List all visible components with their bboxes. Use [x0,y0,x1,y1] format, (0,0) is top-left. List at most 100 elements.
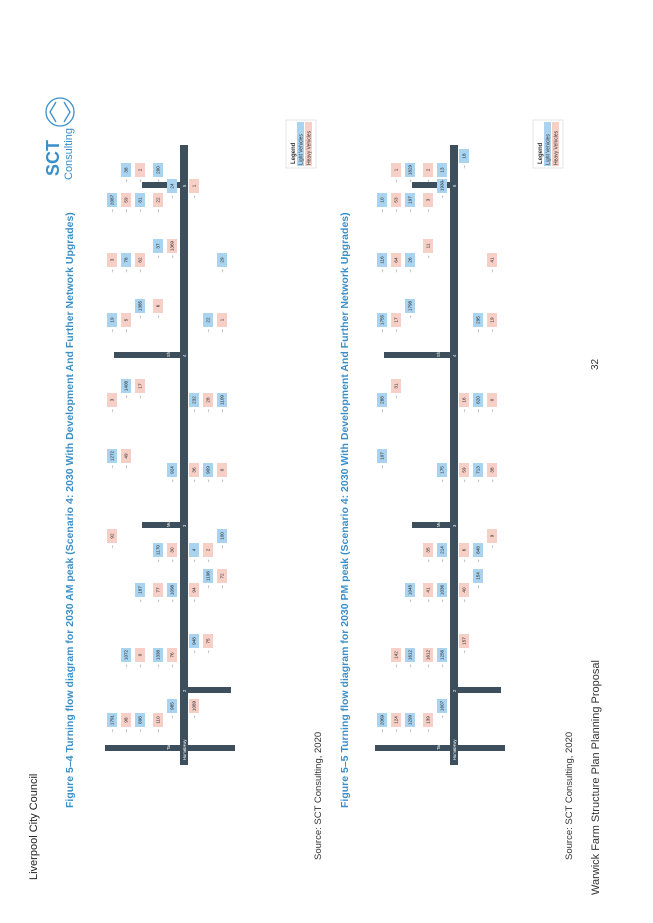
light-vehicle-value: 22 [206,317,211,323]
heavy-vehicle-value-box [121,193,131,207]
heavy-vehicle-value: 139 [426,716,431,724]
heavy-vehicle-value-box [189,463,199,477]
turn-arrow-icon: → [170,255,175,260]
light-vehicle-value: 18 [462,153,467,159]
turn-arrow-icon: → [380,409,385,414]
road-label-5: Access Road [166,162,171,187]
road-label-4: Shore Street [166,333,171,357]
light-vehicle-value: 13 [440,167,445,173]
light-vehicle-value: 214 [440,546,445,554]
turn-arrow-icon: → [192,650,197,655]
node-4: 4 [182,354,187,357]
heavy-vehicle-value-box [121,713,131,727]
turn-arrow-icon: → [192,599,197,604]
light-vehicle-value: 2069 [380,714,385,725]
light-vehicle-value-box [405,713,415,727]
light-vehicle-value-box [437,463,447,477]
light-vehicle-value-box [377,253,387,267]
heavy-vehicle-value-box [153,713,163,727]
heavy-vehicle-value: 59 [462,467,467,473]
light-vehicle-value: 1612 [408,649,413,660]
heavy-vehicle-value: 40 [462,587,467,593]
light-vehicle-value: 29 [220,257,225,263]
road-label-2: Warwick Street [166,663,171,692]
turn-arrow-icon: → [394,329,399,334]
heavy-vehicle-value: 124 [394,716,399,724]
turn-arrow-icon: → [490,329,495,334]
legend-heavy-label: Heavy Vehicles [307,130,313,165]
turn-arrow-icon: → [426,559,431,564]
light-vehicle-value: 948 [192,637,197,645]
turn-arrow-icon: → [394,269,399,274]
heavy-vehicle-value-box [167,648,177,662]
light-vehicle-value-box [405,648,415,662]
light-vehicle-value-box [405,299,415,313]
turn-arrow-icon: → [462,650,467,655]
light-vehicle-value-box [153,239,163,253]
heavy-vehicle-value-box [391,648,401,662]
turn-arrow-icon: → [192,559,197,564]
node-1: 1 [452,747,457,750]
turn-arrow-icon: → [138,664,143,669]
heavy-vehicle-value: 0 [490,398,495,401]
light-vehicle-value: 10 [380,197,385,203]
turn-arrow-icon: → [156,559,161,564]
turn-arrow-icon: → [408,179,413,184]
turn-arrow-icon: → [476,409,481,414]
turn-arrow-icon: → [156,599,161,604]
light-vehicle-value-box [167,583,177,597]
turn-arrow-icon: → [462,165,467,170]
turn-arrow-icon: → [124,395,129,400]
turn-arrow-icon: → [156,664,161,669]
turn-arrow-icon: → [220,269,225,274]
light-vehicle-value: 820 [476,396,481,404]
turn-arrow-icon: → [206,650,211,655]
turn-arrow-icon: → [156,315,161,320]
light-vehicle-value: 1338 [156,649,161,660]
light-vehicle-value: 187 [138,586,143,594]
light-vehicle-value-box [473,393,483,407]
road-label-3: Munday Street [436,499,441,527]
heavy-vehicle-value-box [459,463,469,477]
heavy-vehicle-value: 0 [138,653,143,656]
light-vehicle-value-box [217,529,227,543]
turn-arrow-icon: → [490,479,495,484]
turn-arrow-icon: → [440,179,445,184]
light-vehicle-value-box [437,163,447,177]
heavy-vehicle-value: 41 [490,257,495,263]
heavy-vehicle-value: 11 [426,243,431,248]
side-road-2 [180,687,231,693]
turn-arrow-icon: → [206,559,211,564]
heavy-vehicle-value-box [423,239,433,253]
light-vehicle-value-box [405,583,415,597]
legend-heavy-swatch [552,122,559,166]
heavy-vehicle-value-box [189,583,199,597]
heavy-vehicle-value-box [135,648,145,662]
light-vehicle-value: 848 [476,546,481,554]
turn-arrow-icon: → [408,599,413,604]
turn-arrow-icon: → [440,599,445,604]
turn-arrow-icon: → [220,329,225,334]
main-road-label: Hume Hwy [452,739,457,760]
light-vehicle-value-box [473,313,483,327]
heavy-vehicle-value: 28 [206,397,211,403]
light-vehicle-value-box [437,179,447,193]
light-vehicle-value-box [473,543,483,557]
light-vehicle-value-box [121,648,131,662]
light-vehicle-value: 4 [192,548,197,551]
turn-arrow-icon: → [490,545,495,550]
node-1: 1 [182,747,187,750]
light-vehicle-value-box [203,463,213,477]
turn-arrow-icon: → [170,195,175,200]
turn-arrow-icon: → [170,479,175,484]
light-vehicle-value: 200 [156,166,161,174]
light-vehicle-value-box [135,299,145,313]
heavy-vehicle-value: 3 [110,258,115,261]
heavy-vehicle-value: 38 [490,467,495,473]
heavy-vehicle-value-box [391,379,401,393]
turn-arrow-icon: → [170,599,175,604]
light-vehicle-value-box [107,193,117,207]
light-vehicle-value-box [473,569,483,583]
turn-arrow-icon: → [408,729,413,734]
